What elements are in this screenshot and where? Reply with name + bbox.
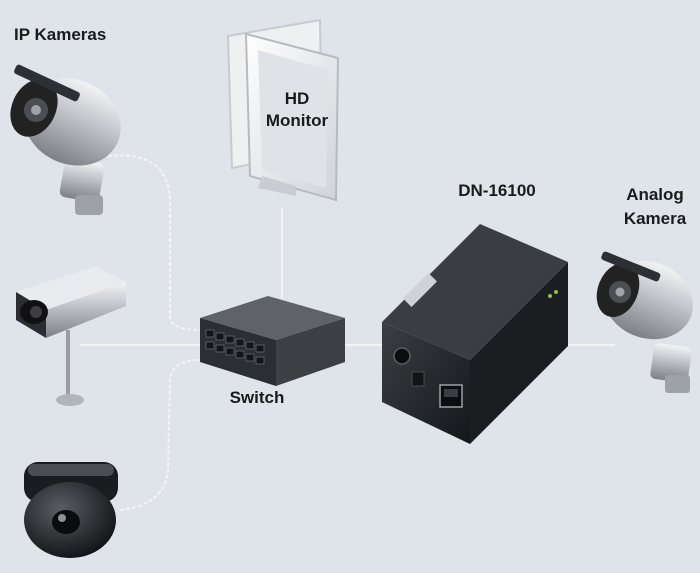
dn16100-device (382, 224, 568, 444)
analog-camera (596, 251, 693, 393)
connection-lines (80, 154, 615, 511)
ip-cameras-label: IP Kameras (14, 25, 107, 44)
device-label: DN-16100 (458, 181, 536, 200)
monitor-label-line1: HD (284, 89, 310, 108)
ip-camera-box (16, 266, 126, 406)
hd-monitor (226, 18, 340, 202)
line-cam3-switch (119, 359, 201, 511)
line-cam1-switch (107, 154, 201, 331)
ip-camera-bullet (10, 64, 121, 215)
analog-label-line2: Kamera (623, 209, 687, 228)
analog-label-line1: Analog (626, 185, 684, 204)
monitor-label-line2: Monitor (265, 111, 329, 130)
switch-label: Switch (229, 388, 285, 407)
network-switch (200, 296, 345, 386)
ip-camera-dome (24, 462, 118, 558)
